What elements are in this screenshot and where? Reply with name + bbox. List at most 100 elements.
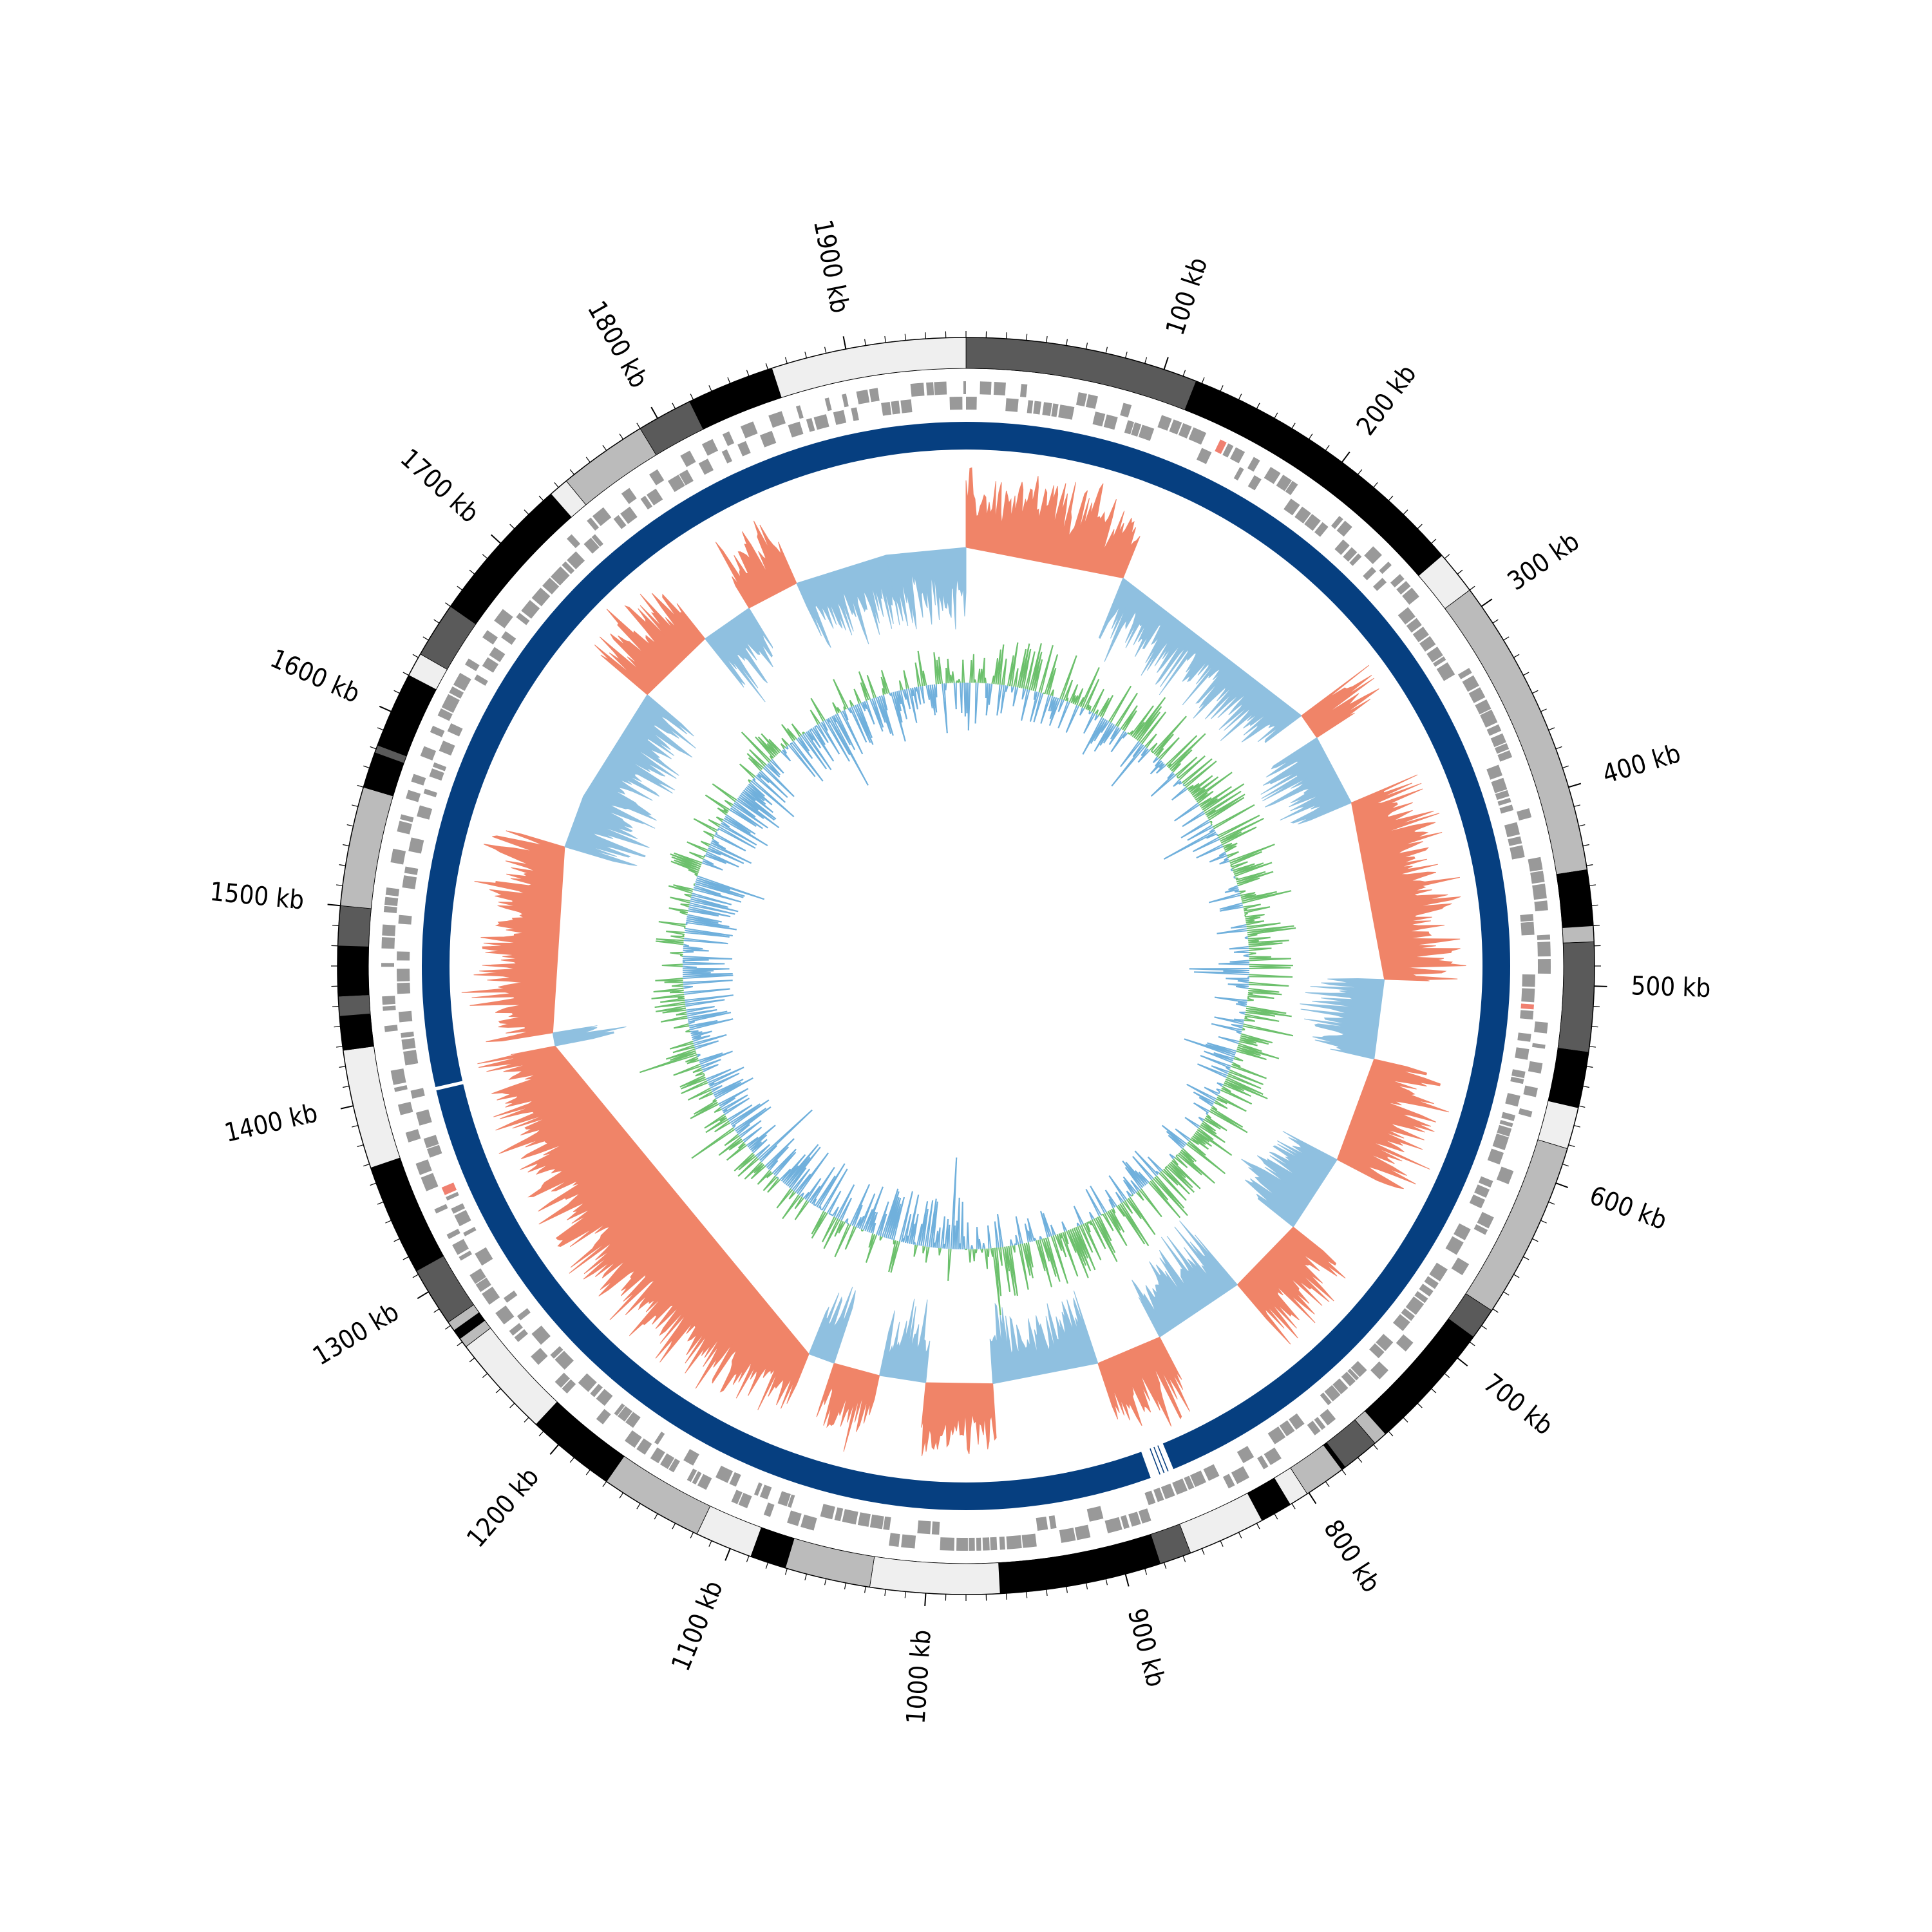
gc-skew-spike <box>898 1191 913 1242</box>
minor-tick <box>357 784 364 788</box>
minor-tick <box>1417 1403 1423 1408</box>
gc-content-block <box>715 520 797 609</box>
contig-segment <box>1548 1048 1589 1108</box>
gene-feature <box>1197 448 1212 464</box>
gene-feature <box>1289 1413 1305 1430</box>
gc-skew-spike <box>1003 658 1007 686</box>
gene-feature <box>1534 900 1548 912</box>
gene-feature <box>474 674 488 686</box>
minor-tick <box>393 1238 400 1242</box>
minor-tick <box>1548 727 1555 731</box>
minor-tick <box>569 469 574 475</box>
gene-feature <box>1530 871 1545 884</box>
gc-skew-spike <box>654 1001 685 1009</box>
minor-tick <box>602 1481 607 1488</box>
gc-skew-spike <box>858 703 873 738</box>
gc-skew-spike <box>1213 804 1255 829</box>
minor-tick <box>1220 385 1224 392</box>
gc-skew-spike <box>1186 1083 1216 1102</box>
gc-skew-spike <box>1228 1071 1264 1085</box>
gc-skew-spike <box>1035 1240 1046 1271</box>
minor-tick <box>377 727 384 731</box>
gc-skew-spike <box>781 737 790 746</box>
gc-skew-spike <box>834 1224 849 1258</box>
gc-skew-spike <box>1029 692 1040 722</box>
gene-feature <box>900 399 913 413</box>
gc-skew-spike <box>702 1064 719 1071</box>
tick-label: 300 kb <box>1502 527 1585 597</box>
gc-skew-spike <box>1041 1238 1050 1262</box>
tick-label: 1800 kb <box>582 296 654 393</box>
gc-skew-spike <box>925 1246 928 1263</box>
minor-tick <box>1256 1523 1260 1530</box>
gc-skew-spike <box>1101 695 1113 718</box>
gc-skew-spike <box>1247 934 1258 938</box>
gene-feature <box>1510 1076 1524 1084</box>
gene-feature <box>1392 1314 1410 1331</box>
gc-skew-spike <box>1203 783 1245 813</box>
minor-tick <box>654 1513 658 1520</box>
gc-skew-spike <box>928 1198 937 1247</box>
gc-skew-spike <box>1223 1084 1251 1097</box>
gc-skew-spike <box>1175 1128 1189 1142</box>
minor-tick <box>1555 746 1562 750</box>
gc-skew-spike <box>1246 920 1265 925</box>
gc-content-block <box>1236 1226 1346 1345</box>
gc-skew-spike <box>983 658 985 683</box>
gc-content-block <box>816 1363 880 1452</box>
gc-skew-spike <box>794 1197 803 1209</box>
minor-tick <box>746 370 750 377</box>
gc-skew-spike <box>749 782 765 797</box>
minor-tick <box>482 554 488 559</box>
gc-skew-spike <box>944 1218 949 1249</box>
gc-skew-spike <box>658 921 686 925</box>
gc-skew-spike <box>866 675 876 698</box>
minor-tick <box>765 1562 769 1569</box>
minor-tick <box>1388 495 1394 501</box>
gc-skew-spike <box>974 683 979 724</box>
gc-skew-spike <box>1094 715 1099 721</box>
gene-feature <box>1468 687 1486 703</box>
gene-feature <box>1532 1043 1546 1049</box>
gc-skew-spike <box>653 987 684 993</box>
gene-feature <box>587 517 600 531</box>
gene-feature <box>1314 522 1329 537</box>
gc-skew-spike <box>855 1217 862 1227</box>
gene-feature <box>1433 656 1446 667</box>
gc-skew-spike <box>849 699 855 706</box>
gc-skew-spike <box>690 1030 699 1033</box>
gene-feature <box>1276 475 1292 491</box>
gc-skew-spike <box>817 724 829 743</box>
gene-feature <box>1051 403 1059 417</box>
gc-content-block <box>886 547 967 630</box>
minor-tick <box>1163 1562 1167 1569</box>
gc-skew-spike <box>781 743 786 748</box>
gc-skew-spike <box>1065 679 1074 701</box>
gene-feature <box>842 393 849 408</box>
contig-segment <box>689 368 782 430</box>
gc-skew-spike <box>826 719 850 762</box>
gc-skew-spike <box>707 1066 744 1084</box>
gc-skew-spike <box>1049 698 1061 726</box>
gene-feature <box>1436 662 1455 681</box>
gene-feature <box>1144 1490 1156 1506</box>
gc-skew-spike <box>705 1117 728 1133</box>
minor-tick <box>1291 1503 1296 1510</box>
gene-feature <box>1314 1417 1326 1430</box>
gc-skew-spike <box>1249 976 1293 978</box>
gene-feature <box>401 1037 416 1050</box>
gc-skew-spike <box>716 816 724 821</box>
gc-skew-spike <box>970 1245 973 1250</box>
gene-feature <box>753 1482 762 1496</box>
gc-skew-spike <box>715 831 718 834</box>
gene-feature <box>1320 1408 1336 1426</box>
gene-feature <box>910 383 925 397</box>
gc-skew-spike <box>1153 757 1159 763</box>
gc-skew-spike <box>1206 833 1217 839</box>
gc-skew-spike <box>703 858 714 865</box>
gc-skew-spike <box>1239 890 1246 895</box>
gene-feature <box>1497 1124 1512 1137</box>
gc-content-block <box>1241 1131 1338 1228</box>
gene-feature <box>1215 439 1227 455</box>
gc-skew-spike <box>1231 1023 1243 1029</box>
